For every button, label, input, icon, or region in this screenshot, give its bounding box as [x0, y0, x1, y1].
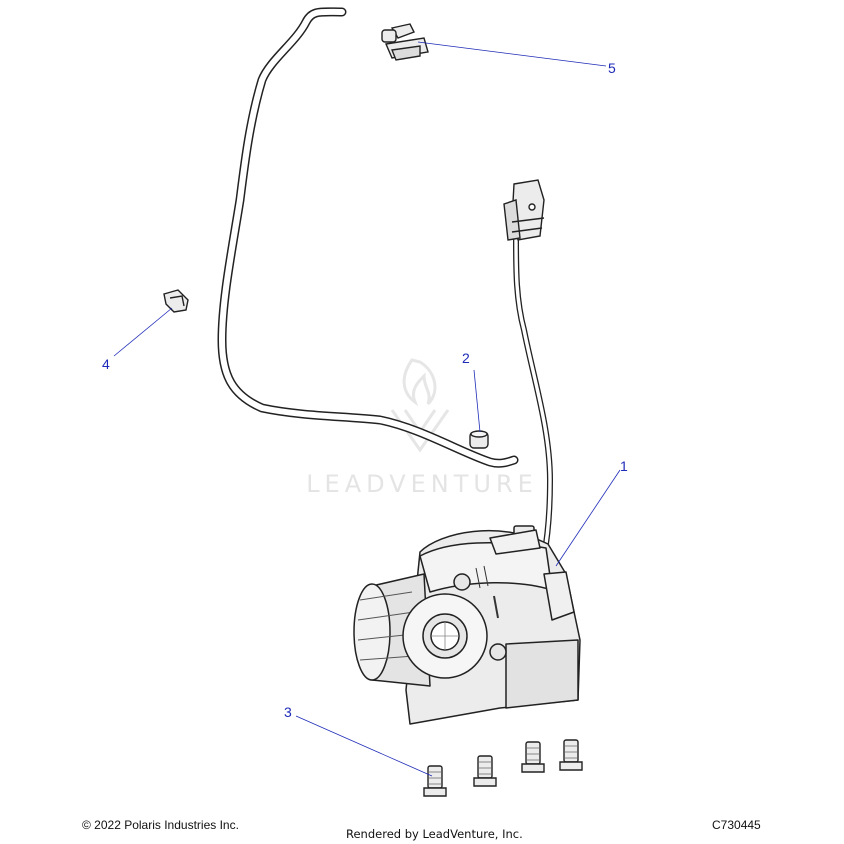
- callout-5[interactable]: 5: [608, 60, 616, 76]
- callout-1[interactable]: 1: [620, 458, 628, 474]
- part-1-gearcase[interactable]: [353, 525, 581, 725]
- bolt[interactable]: [559, 739, 583, 771]
- leader-line-2: [473, 369, 481, 433]
- leader-line-1: [555, 469, 621, 567]
- watermark-text: LEADVENTURE: [306, 470, 538, 498]
- part-5-vent-fitting[interactable]: [381, 23, 429, 61]
- sensor-harness[interactable]: [503, 179, 554, 559]
- diagram-id: C730445: [712, 818, 761, 832]
- leader-line-3: [295, 715, 433, 777]
- callout-4[interactable]: 4: [102, 356, 110, 372]
- bolt[interactable]: [423, 765, 447, 797]
- part-3-bolts[interactable]: [423, 739, 583, 797]
- part-4-hose-clip[interactable]: [163, 289, 189, 313]
- copyright-text: © 2022 Polaris Industries Inc.: [82, 818, 239, 832]
- rendered-by-text: Rendered by LeadVenture, Inc.: [346, 827, 523, 841]
- leader-line-5: [417, 41, 607, 67]
- callout-3[interactable]: 3: [284, 704, 292, 720]
- leader-line-4: [113, 307, 173, 357]
- bolt[interactable]: [521, 741, 545, 773]
- electrical-connector[interactable]: [503, 179, 545, 241]
- part-2-grommet[interactable]: [469, 430, 489, 449]
- bolt[interactable]: [473, 755, 497, 787]
- vent-hose[interactable]: [217, 7, 519, 468]
- leader-lines: [113, 41, 621, 777]
- callout-2[interactable]: 2: [462, 350, 470, 366]
